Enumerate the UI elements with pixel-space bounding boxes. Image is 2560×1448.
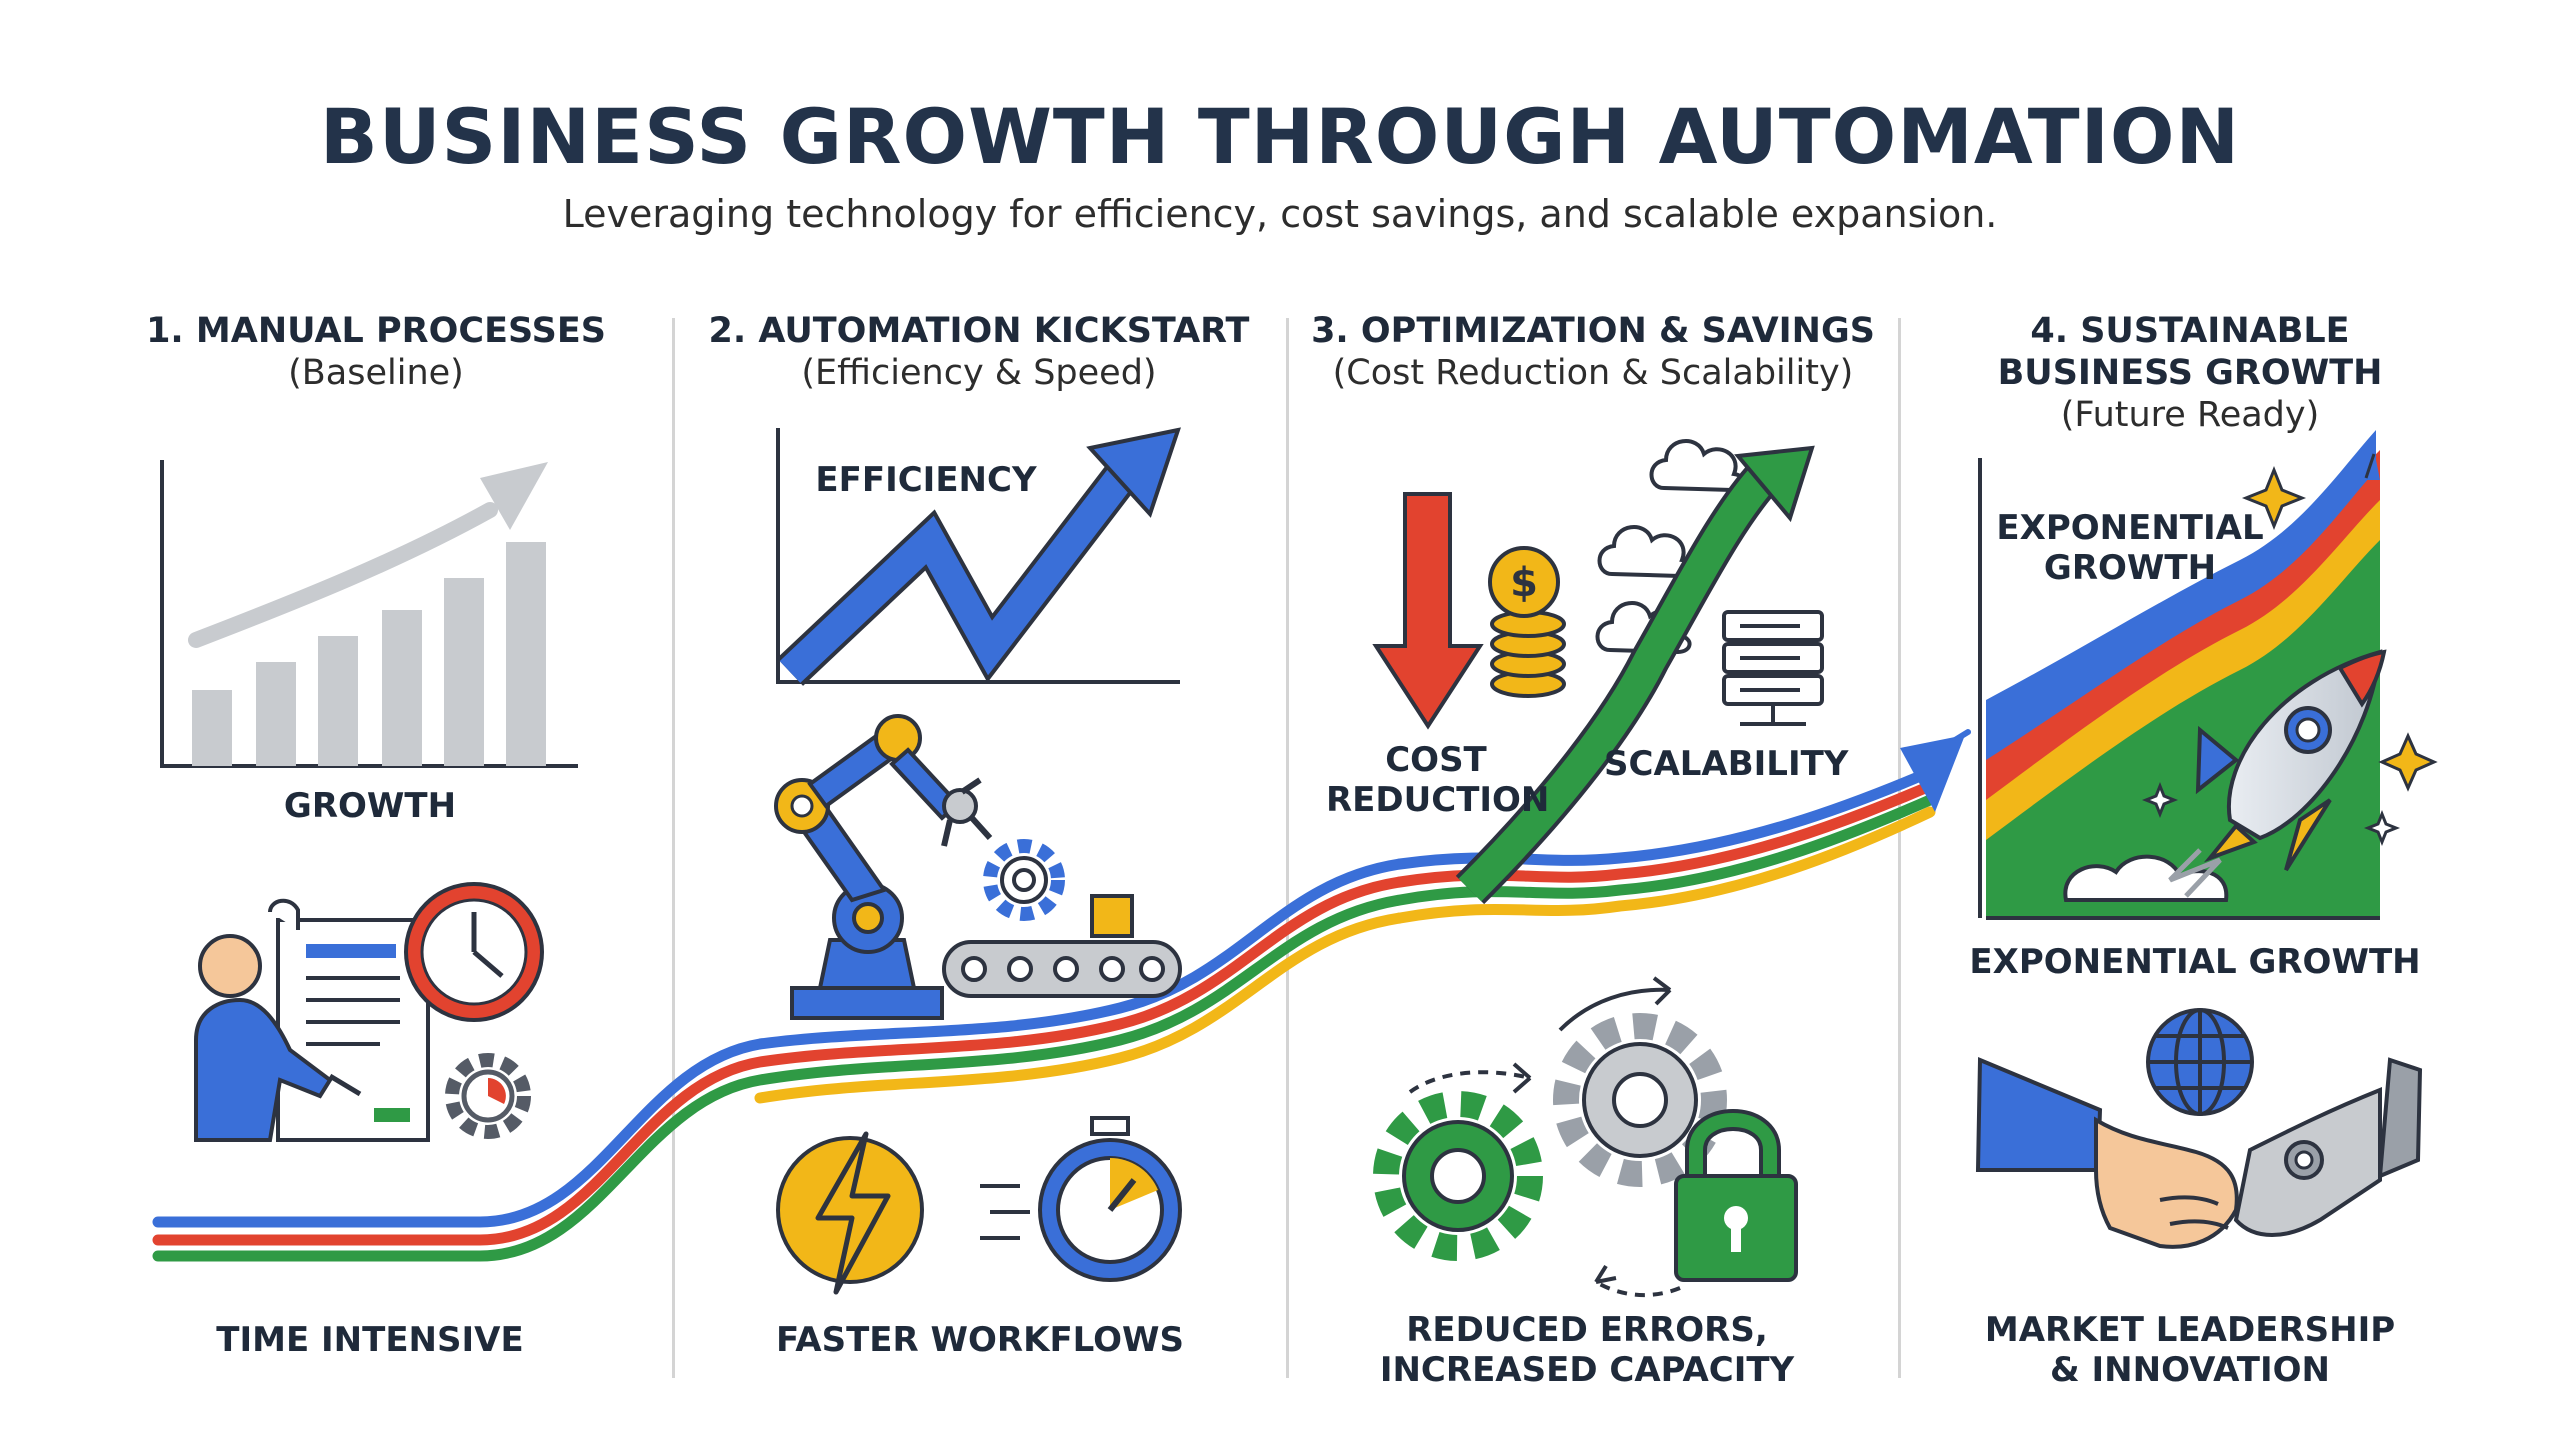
stage-3-title: 3. OPTIMIZATION & SAVINGS [1311, 311, 1875, 351]
stage-3-heading: 3. OPTIMIZATION & SAVINGS (Cost Reductio… [1293, 310, 1893, 394]
lightning-icon [776, 1131, 924, 1295]
globe-icon [2146, 1008, 2254, 1116]
stage-3-scalability-label: SCALABILITY [1604, 744, 1849, 784]
stage-4-bottom-line2: & INNOVATION [2050, 1350, 2330, 1390]
green-growth-arrow [1455, 445, 1815, 905]
gear-icon-gray [1553, 1013, 1727, 1187]
stage-3-subtitle: (Cost Reduction & Scalability) [1332, 353, 1854, 393]
sparkle-icon [2141, 465, 2438, 847]
gear-icon-stage2 [983, 839, 1065, 921]
stage-4-bottom-line1: MARKET LEADERSHIP [1984, 1310, 2396, 1350]
stage-2-chart-label: EFFICIENCY [815, 460, 1037, 500]
cost-label-line1: COST [1385, 740, 1487, 780]
ribbon-yellow [754, 806, 1936, 1104]
ribbon-arrow-head [1900, 735, 1965, 812]
svg-text:$: $ [1510, 560, 1538, 606]
stage-2-heading: 2. AUTOMATION KICKSTART (Efficiency & Sp… [679, 310, 1279, 394]
divider-1 [672, 318, 675, 1378]
divider-3 [1898, 318, 1901, 1378]
stage-3-bottom-line1: REDUCED ERRORS, [1406, 1310, 1768, 1350]
handshake-icon [1975, 1057, 2423, 1249]
ribbon-blue [152, 766, 1936, 1228]
bar-chart-icon [160, 460, 578, 768]
robot-arm-icon [774, 714, 993, 1020]
server-icon [1722, 610, 1824, 726]
stage-1-subtitle: (Baseline) [288, 353, 464, 393]
stage-3-cost-label: COST REDUCTION [1326, 740, 1550, 820]
stage-4-heading: 4. SUSTAINABLE BUSINESS GROWTH (Future R… [1890, 310, 2490, 436]
clock-icon [404, 882, 544, 1022]
ribbon-green [152, 794, 1936, 1262]
stage-2-bottom-label: FASTER WORKFLOWS [775, 1320, 1185, 1360]
stage-4-chart-label-line1: EXPONENTIAL [1996, 508, 2264, 548]
exponential-chart-icon [1978, 430, 2380, 920]
conveyor-icon [942, 894, 1182, 998]
cost-label-line2: REDUCTION [1326, 780, 1550, 820]
coins-icon: $ [1488, 546, 1566, 698]
page-subtitle: Leveraging technology for efficiency, co… [562, 192, 1998, 236]
stage-4-subtitle: (Future Ready) [2060, 395, 2320, 435]
cycle-arrows-icon [1408, 976, 1681, 1298]
stage-2-subtitle: (Efficiency & Speed) [801, 353, 1157, 393]
stage-1-bottom-label: TIME INTENSIVE [216, 1320, 524, 1360]
stage-4-chart-label-line2: GROWTH [2043, 548, 2217, 588]
growth-ribbons [152, 729, 1971, 1262]
gear-icon-stage1 [445, 1053, 531, 1139]
stage-4-title-line1: 4. SUSTAINABLE [2030, 311, 2350, 351]
stage-3-bottom-line2: INCREASED CAPACITY [1379, 1350, 1795, 1390]
efficiency-chart-icon [776, 427, 1181, 686]
stage-4-mid-label: EXPONENTIAL GROWTH [1969, 942, 2421, 982]
down-arrow-icon [1372, 492, 1484, 730]
gear-icon-green [1373, 1091, 1543, 1261]
stage-3-bottom-label: REDUCED ERRORS, INCREASED CAPACITY [1362, 1310, 1812, 1390]
page-title: BUSINESS GROWTH THROUGH AUTOMATION [319, 92, 2241, 181]
stage-4-chart-label: EXPONENTIAL GROWTH [1990, 508, 2270, 588]
stage-4-title-line2: BUSINESS GROWTH [1997, 353, 2383, 393]
person-document-icon [194, 898, 430, 1142]
ribbon-red [152, 780, 1936, 1246]
stage-1-title: 1. MANUAL PROCESSES [146, 311, 606, 351]
rocket-icon [2063, 649, 2387, 902]
divider-2 [1286, 318, 1289, 1378]
stage-2-title: 2. AUTOMATION KICKSTART [708, 311, 1250, 351]
lock-icon [1674, 1109, 1798, 1282]
stage-1-chart-label: GROWTH [283, 786, 457, 826]
stopwatch-icon [980, 1116, 1182, 1282]
stage-1-heading: 1. MANUAL PROCESSES (Baseline) [76, 310, 676, 394]
stage-4-bottom-label: MARKET LEADERSHIP & INNOVATION [1960, 1310, 2420, 1390]
